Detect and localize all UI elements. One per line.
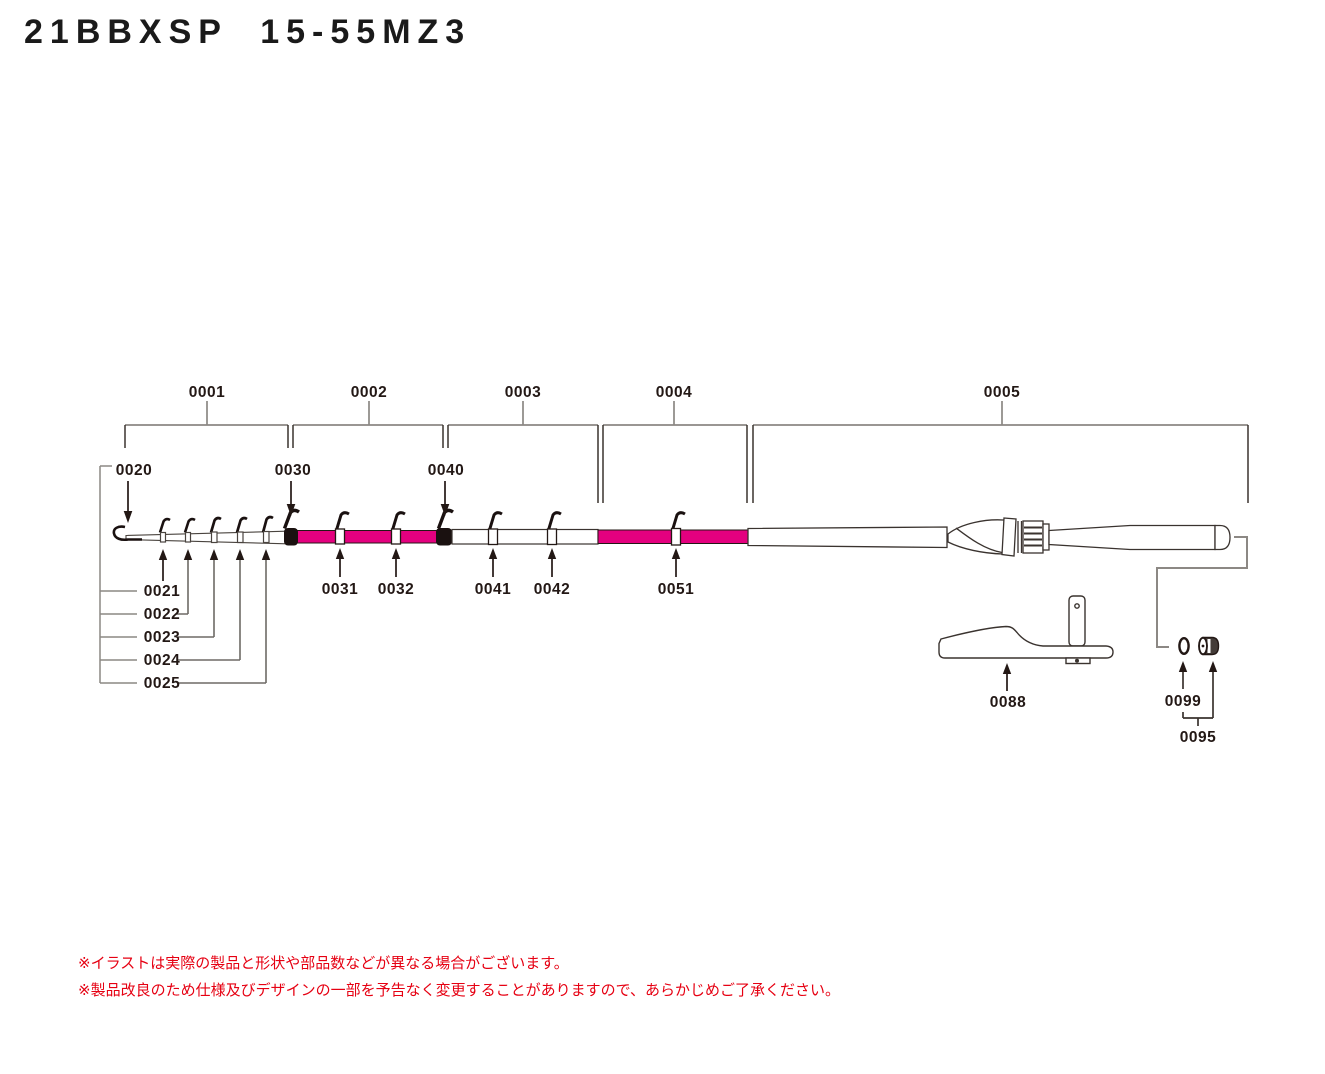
part-label-0021: 0021 <box>143 583 181 600</box>
part-label-0042: 0042 <box>533 581 571 598</box>
guide-0042 <box>546 511 562 546</box>
guide-0022 <box>183 517 196 543</box>
page-title: 21BBXSP 15-55MZ3 <box>24 13 472 51</box>
seat-body <box>938 625 1114 659</box>
disclaimer-line-2: ※製品改良のため仕様及びデザインの一部を予告なく変更することがありますので、あら… <box>78 982 840 999</box>
disclaimer-line-1: ※イラストは実際の製品と形状や部品数などが異なる場合がございます。 <box>78 955 569 972</box>
section-boundary-ticks <box>124 425 1249 503</box>
guide-0021 <box>158 517 171 543</box>
part-label-0099: 0099 <box>1164 693 1202 710</box>
guide-0024 <box>235 516 248 544</box>
reel-seat-lock-nut <box>1022 520 1044 554</box>
section-label-0004: 0004 <box>655 384 693 401</box>
bottom-arrows <box>158 548 1012 691</box>
part-label-0025: 0025 <box>143 675 181 692</box>
part-label-0031: 0031 <box>321 581 359 598</box>
section-label-0003: 0003 <box>504 384 542 401</box>
part-label-0032: 0032 <box>377 581 415 598</box>
rod-section-3 <box>451 511 599 546</box>
reel-seat-part-0088 <box>938 595 1114 665</box>
cap-part-arrows <box>1178 661 1218 726</box>
guide-0025 <box>261 515 274 544</box>
top-arrows <box>123 481 450 523</box>
part-label-0095: 0095 <box>1179 729 1217 746</box>
rod-section-2 <box>282 508 454 546</box>
guide-0031 <box>334 511 350 545</box>
left-group-leader-lines <box>99 465 137 684</box>
rod-section-4 <box>597 511 749 546</box>
guide-0032 <box>390 511 406 545</box>
butt-cap-parts <box>1178 636 1220 656</box>
joint-0040 <box>436 528 452 546</box>
joint-0030 <box>284 528 298 546</box>
o-ring-0099 <box>1178 637 1190 656</box>
small-guides <box>158 515 274 544</box>
part-label-0088: 0088 <box>989 694 1027 711</box>
butt-cap-leader-line <box>1156 536 1248 648</box>
section-label-0002: 0002 <box>350 384 388 401</box>
part-label-0030: 0030 <box>274 462 312 479</box>
part-label-0020: 0020 <box>115 462 153 479</box>
guide-0041 <box>487 511 503 546</box>
part-label-0040: 0040 <box>427 462 465 479</box>
guide-0051 <box>670 511 686 546</box>
part-label-0022: 0022 <box>143 606 181 623</box>
reel-seat-moving-hood <box>1001 517 1017 557</box>
section-label-0001: 0001 <box>188 384 226 401</box>
part-label-0051: 0051 <box>657 581 695 598</box>
guide-0023 <box>209 516 222 544</box>
handle-grip <box>1048 524 1216 551</box>
rod-section-5 <box>747 517 1231 557</box>
butt-cap <box>1214 524 1231 551</box>
part-label-0024: 0024 <box>143 652 181 669</box>
tip-guide-0020 <box>112 525 142 542</box>
part-label-0041: 0041 <box>474 581 512 598</box>
section-brackets <box>125 401 1248 426</box>
section-label-0005: 0005 <box>983 384 1021 401</box>
part-label-0023: 0023 <box>143 629 181 646</box>
guide-connector-lines <box>177 549 271 684</box>
